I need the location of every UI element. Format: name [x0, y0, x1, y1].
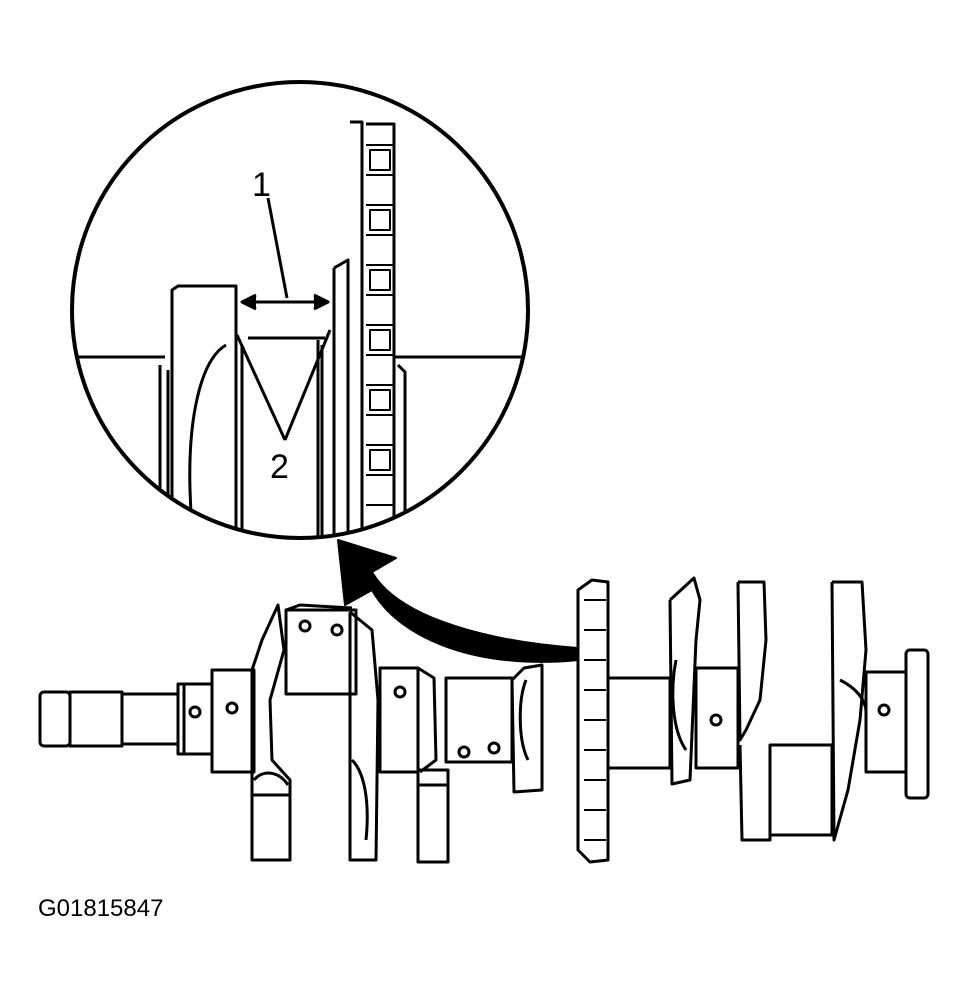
callout-1-label: 1: [252, 166, 271, 204]
detail-circle: [70, 80, 530, 540]
clearance-measurement-arrow: [240, 197, 330, 311]
callout-2-label: 2: [270, 448, 289, 486]
crankshaft: [38, 576, 930, 864]
thrust-face-leader-lines: [235, 329, 332, 441]
figure-id: G01815847: [38, 895, 164, 922]
curved-pointer-arrow: [337, 539, 579, 663]
detail-magnified-view: [70, 80, 530, 540]
